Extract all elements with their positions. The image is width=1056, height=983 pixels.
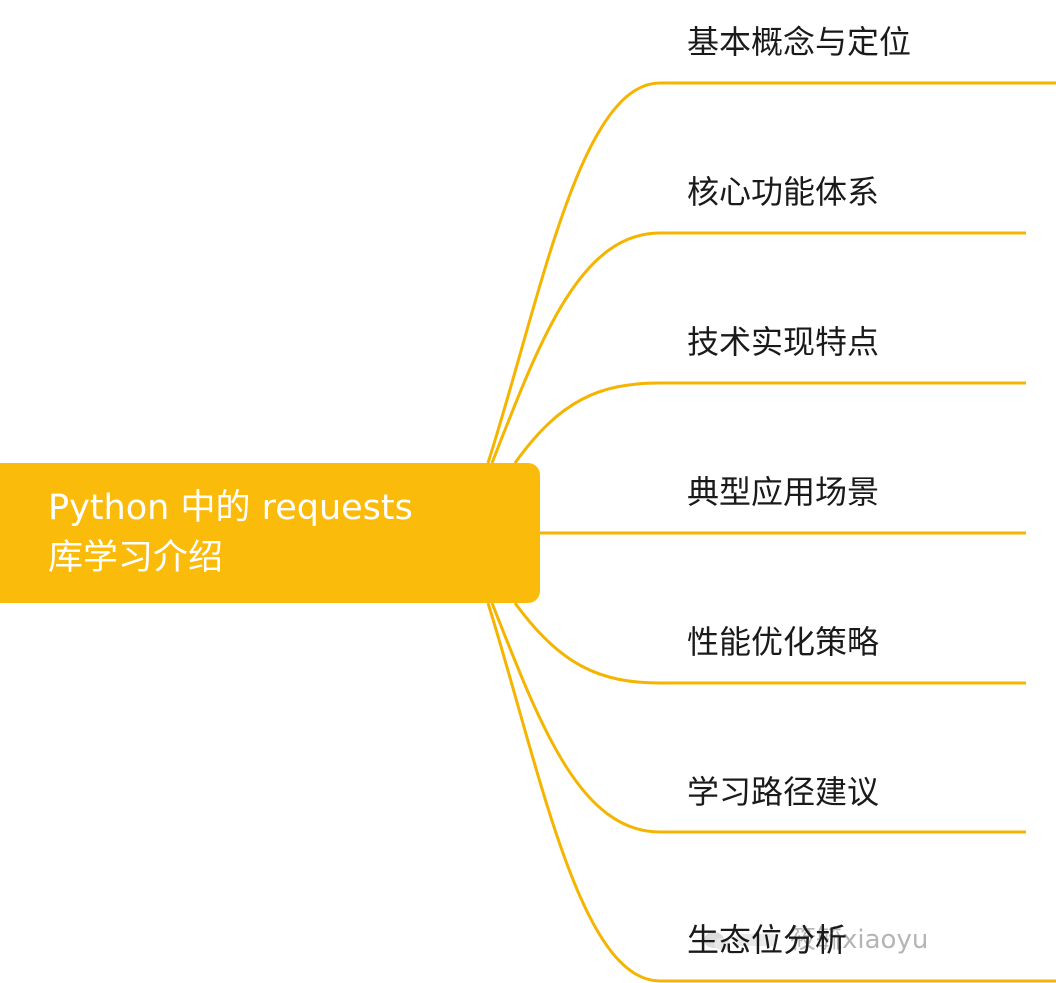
- connector-line-4: [513, 602, 1026, 685]
- connector-line-6: [486, 602, 1056, 983]
- branch-label-performance[interactable]: 性能优化策略: [687, 623, 880, 661]
- branch-label-use-cases[interactable]: 典型应用场景: [687, 473, 880, 511]
- root-title-line-2: 库学习介绍: [48, 538, 224, 578]
- connector-line-2: [513, 381, 1026, 464]
- watermark-text: 筱毓xiaoyu: [790, 925, 929, 955]
- wechat-logo-icon: [704, 932, 776, 950]
- branch-label-core-features[interactable]: 核心功能体系: [687, 173, 880, 211]
- connector-line-1: [490, 231, 1026, 464]
- root-node[interactable]: Python 中的 requests 库学习介绍: [0, 463, 540, 603]
- connector-line-5: [490, 602, 1026, 834]
- branch-label-implementation[interactable]: 技术实现特点: [687, 323, 880, 361]
- branch-label-ecosystem[interactable]: 生态位分析: [687, 921, 848, 959]
- branch-label-learning-path[interactable]: 学习路径建议: [687, 773, 880, 811]
- connector-line-0: [486, 81, 1056, 464]
- branch-label-basic-concepts[interactable]: 基本概念与定位: [687, 23, 912, 61]
- root-title-line-1: Python 中的 requests: [48, 488, 413, 528]
